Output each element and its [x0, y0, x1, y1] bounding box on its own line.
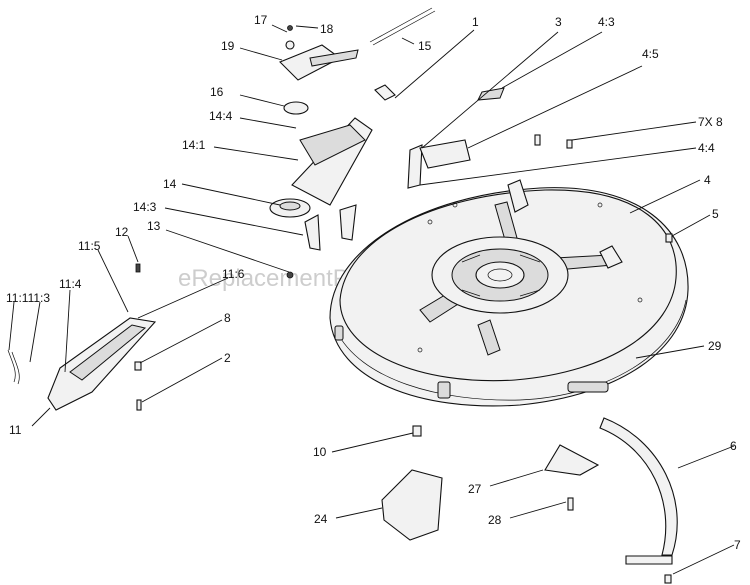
discharge-chute	[7, 263, 157, 411]
spindle-assembly	[269, 117, 373, 279]
callout-28: 28	[488, 513, 502, 527]
callout-6: 6	[730, 439, 737, 453]
callout-12: 12	[115, 225, 129, 239]
callout-11: 11	[9, 423, 22, 437]
callout-19: 19	[221, 39, 235, 53]
callout-4-5: 4:5	[642, 47, 659, 61]
callout-7x8: 7X 8	[698, 115, 723, 129]
callout-4-3: 4:3	[598, 15, 615, 29]
callout-17: 17	[254, 13, 268, 27]
callout-11-111-3: 11:111:3	[6, 291, 50, 305]
callout-13: 13	[147, 219, 161, 233]
callout-4: 4	[704, 173, 711, 187]
callout-7: 7	[734, 538, 741, 552]
callout-11-5: 11:5	[78, 239, 101, 253]
callout-4-4: 4:4	[698, 141, 715, 155]
top-bracket-parts	[279, 7, 436, 115]
callout-10: 10	[313, 445, 327, 459]
callout-24: 24	[314, 512, 328, 526]
callout-14-4: 14:4	[209, 109, 233, 123]
callout-14: 14	[163, 177, 177, 191]
callout-27: 27	[468, 482, 482, 496]
hardware	[134, 87, 678, 584]
mower-deck	[329, 179, 689, 407]
callout-14-1: 14:1	[182, 138, 206, 152]
callout-29: 29	[708, 339, 722, 353]
callout-labels: 17 18 1 3 4:3 19 15 4:5 16 14:4 7X 8 14:…	[6, 13, 741, 552]
callout-11-6: 11:6	[222, 267, 245, 281]
leader-lines	[8, 24, 735, 575]
callout-3: 3	[555, 15, 562, 29]
callout-1: 1	[472, 15, 479, 29]
callout-11-4: 11:4	[59, 277, 82, 291]
callout-14-3: 14:3	[133, 200, 157, 214]
callout-15: 15	[418, 39, 432, 53]
callout-5: 5	[712, 207, 719, 221]
callout-16: 16	[210, 85, 224, 99]
callout-8: 8	[224, 311, 231, 325]
callout-2: 2	[224, 351, 231, 365]
callout-18: 18	[320, 22, 334, 36]
